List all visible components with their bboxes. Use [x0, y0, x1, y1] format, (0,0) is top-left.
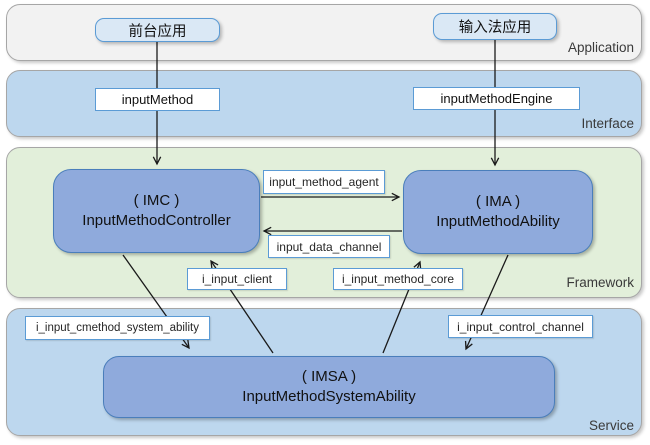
node-ima-abbrev: ( IMA ) — [475, 192, 521, 210]
connector-label-i-input-cmethod-system-ability: i_input_cmethod_system_ability — [25, 316, 210, 340]
connector-label-i-input-method-core: i_input_method_core — [333, 268, 463, 290]
node-imc-abbrev: ( IMC ) — [133, 191, 180, 209]
connector-label-i-input-control-channel: i_input_control_channel — [448, 315, 593, 338]
connector-label-input-data-channel: input_data_channel — [268, 235, 390, 258]
node-imsa-name: InputMethodSystemAbility — [242, 388, 416, 405]
node-frontend-app: 前台应用 — [95, 18, 220, 42]
node-imsa-abbrev: ( IMSA ) — [301, 367, 357, 385]
node-ima: ( IMA ) InputMethodAbility — [403, 170, 593, 254]
node-input-method-engine: inputMethodEngine — [413, 87, 580, 110]
node-imc: ( IMC ) InputMethodController — [53, 169, 260, 253]
node-ima-name: InputMethodAbility — [436, 213, 560, 230]
layer-label-framework: Framework — [566, 275, 634, 290]
node-imc-name: InputMethodController — [82, 212, 231, 229]
layer-label-service: Service — [588, 418, 634, 433]
connector-label-i-input-client: i_input_client — [187, 268, 287, 290]
layer-label-interface: Interface — [581, 116, 634, 131]
node-imsa: ( IMSA ) InputMethodSystemAbility — [103, 356, 555, 418]
connector-label-input-method-agent: input_method_agent — [263, 170, 385, 194]
node-ime-app: 输入法应用 — [433, 13, 557, 40]
node-input-method: inputMethod — [95, 88, 220, 111]
layer-label-application: Application — [567, 40, 634, 55]
